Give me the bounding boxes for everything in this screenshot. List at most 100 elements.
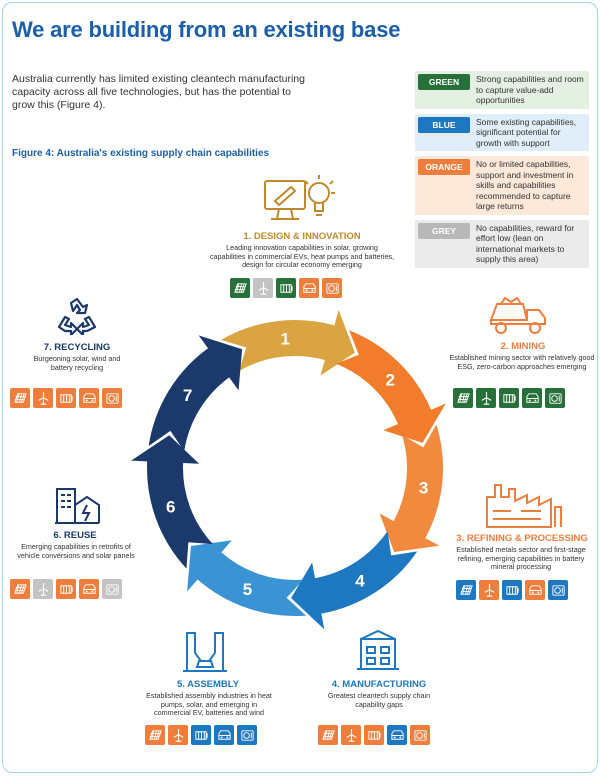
wind-turbine-chip-orange (341, 725, 361, 745)
recycling-icon (57, 297, 97, 335)
cycle-arrow-manufacturing (291, 531, 418, 630)
wind-turbine-chip-green (476, 388, 496, 408)
cycle-arrow-recycling (148, 335, 243, 452)
electric-vehicle-icon (525, 392, 539, 403)
electric-vehicle-chip-green (522, 388, 542, 408)
battery-chip-orange (56, 579, 76, 599)
cycle-ring: 1 2 3 4 5 6 7 (131, 309, 446, 630)
capability-chips (453, 388, 565, 408)
solar-panel-chip-orange (145, 725, 165, 745)
heat-pump-chip-grey (102, 579, 122, 599)
solar-panel-chip-orange (10, 579, 30, 599)
wind-turbine-chip-grey (253, 278, 273, 298)
legend-tag: GREY (418, 222, 470, 239)
capability-chips (145, 725, 257, 745)
heat-pump-icon (325, 282, 339, 294)
stage-description: Greatest cleantech supply chain capabili… (327, 691, 431, 709)
cycle-arrow-mining (335, 330, 446, 443)
stage-title: 1. DESIGN & INNOVATION (243, 231, 361, 242)
stage-title: 3. REFINING & PROCESSING (456, 533, 588, 544)
capability-chips (230, 278, 342, 298)
battery-chip-green (276, 278, 296, 298)
capability-chips (456, 580, 568, 600)
legend-row-grey: GREY No capabilities, reward for effort … (415, 219, 589, 268)
electric-vehicle-icon (217, 729, 231, 740)
legend-text: No capabilities, reward for effort low (… (476, 222, 575, 265)
capability-chips (10, 579, 122, 599)
battery-icon (502, 393, 516, 403)
cycle-number: 6 (166, 497, 175, 516)
battery-chip-blue (502, 580, 522, 600)
battery-icon (194, 730, 208, 740)
mining-truck-icon (489, 296, 546, 334)
electric-vehicle-icon (302, 282, 316, 293)
electric-vehicle-icon (82, 392, 96, 403)
stage-description: Established assembly industries in heat … (146, 691, 272, 718)
page-title: We are building from an existing base (12, 17, 401, 42)
factory-building-icon (357, 629, 399, 670)
battery-icon (367, 730, 381, 740)
solar-panel-icon (459, 584, 473, 595)
stage-description: Established mining sector with relativel… (449, 353, 595, 371)
electric-vehicle-chip-blue (214, 725, 234, 745)
wind-turbine-chip-orange (168, 725, 188, 745)
legend-row-blue: BLUE Some existing capabilities, signifi… (415, 113, 589, 151)
heat-pump-chip-blue (237, 725, 257, 745)
electric-vehicle-chip-blue (387, 725, 407, 745)
solar-panel-chip-green (230, 278, 250, 298)
cycle-arrow-reuse (131, 435, 213, 569)
stage-title: 2. MINING (500, 341, 546, 352)
legend: GREEN Strong capabilities and room to ca… (415, 71, 589, 273)
legend-text: No or limited capabilities, support and … (476, 159, 574, 211)
cycle-arrow-design (221, 309, 355, 376)
electric-vehicle-icon (528, 584, 542, 595)
electric-vehicle-chip-orange (525, 580, 545, 600)
heat-pump-icon (105, 583, 119, 595)
legend-tag: ORANGE (418, 159, 470, 175)
solar-panel-chip-orange (318, 725, 338, 745)
heat-pump-chip-blue (548, 580, 568, 600)
wind-turbine-icon (481, 391, 491, 405)
solar-panel-icon (13, 583, 27, 594)
heat-pump-chip-orange (102, 388, 122, 408)
heat-pump-icon (105, 392, 119, 404)
solar-panel-chip-orange (10, 388, 30, 408)
wind-turbine-icon (346, 728, 356, 742)
cycle-number: 1 (281, 329, 290, 348)
cycle-number: 4 (355, 572, 365, 591)
building-reuse-icon (55, 488, 100, 524)
cycle-number: 3 (419, 478, 428, 497)
legend-row-green: GREEN Strong capabilities and room to ca… (415, 71, 589, 109)
legend-row-orange: ORANGE No or limited capabilities, suppo… (415, 156, 589, 215)
legend-text: Some existing capabilities, significant … (476, 116, 577, 148)
wind-turbine-icon (38, 582, 48, 596)
battery-chip-blue (191, 725, 211, 745)
cycle-number: 7 (183, 386, 192, 405)
heat-pump-icon (548, 392, 562, 404)
battery-chip-green (499, 388, 519, 408)
robot-arm-assembly-icon (183, 632, 227, 672)
stage-description: Emerging capabilities in retrofits of ve… (17, 542, 135, 560)
figure-caption: Figure 4: Australia's existing supply ch… (12, 148, 270, 159)
cycle-number: 2 (386, 371, 395, 390)
stage-title: 5. ASSEMBLY (176, 679, 240, 690)
wind-turbine-icon (484, 583, 494, 597)
wind-turbine-icon (258, 281, 268, 295)
heat-pump-chip-orange (410, 725, 430, 745)
legend-tag: BLUE (418, 116, 470, 133)
cycle-number: 5 (243, 580, 252, 599)
battery-icon (505, 585, 519, 595)
stage-title: 6. REUSE (53, 530, 97, 541)
refinery-icon (486, 484, 562, 528)
solar-panel-icon (321, 729, 335, 740)
intro-paragraph: Australia currently has limited existing… (12, 73, 305, 111)
solar-panel-chip-blue (456, 580, 476, 600)
wind-turbine-chip-orange (479, 580, 499, 600)
wind-turbine-chip-grey (33, 579, 53, 599)
stage-title: 4. MANUFACTURING (331, 679, 427, 690)
heat-pump-chip-orange (322, 278, 342, 298)
heat-pump-chip-green (545, 388, 565, 408)
legend-text: Strong capabilities and room to capture … (476, 74, 584, 105)
heat-pump-icon (551, 584, 565, 596)
